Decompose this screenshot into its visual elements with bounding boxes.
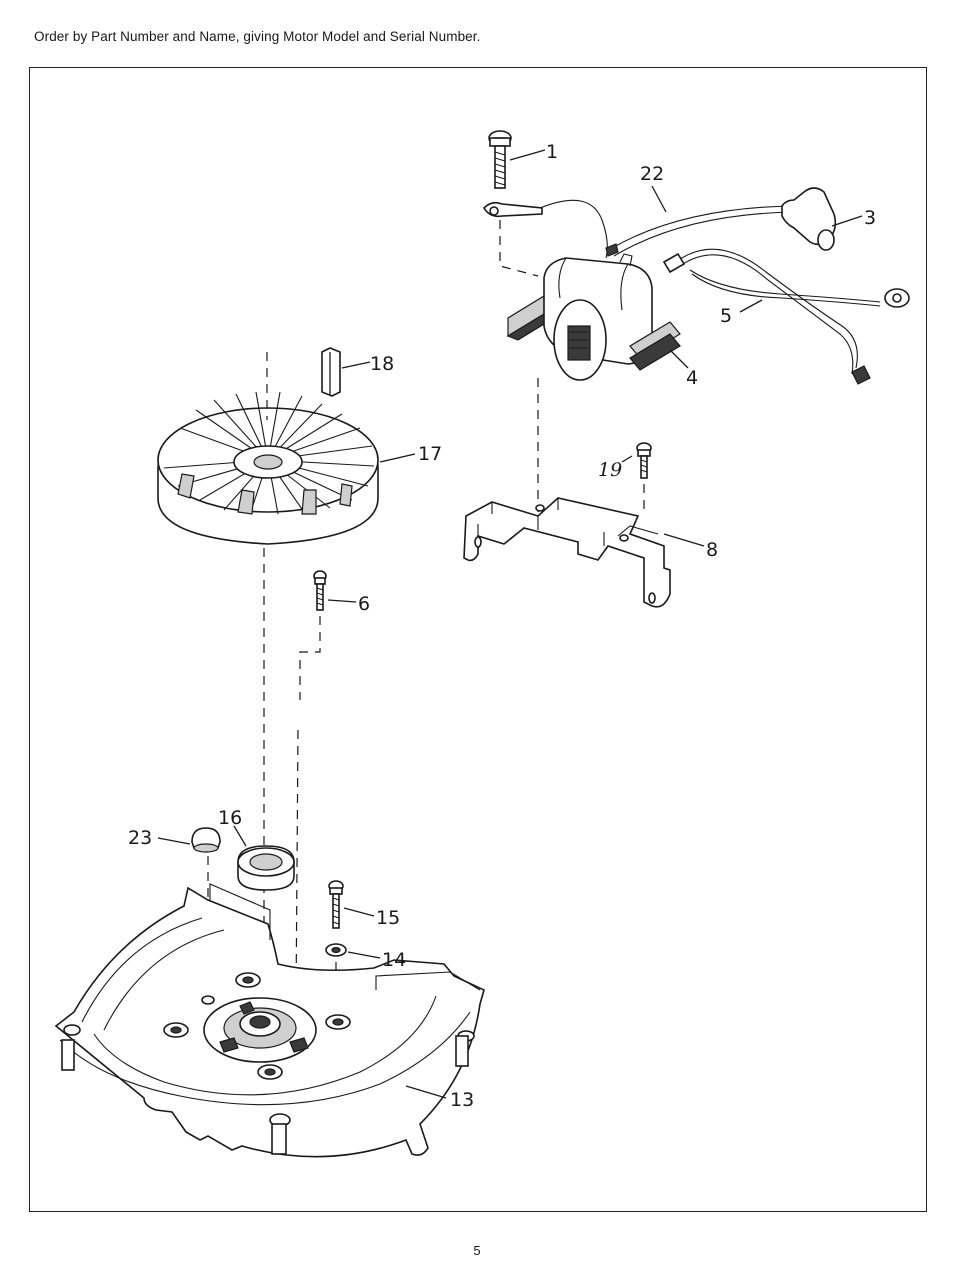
part-17-flywheel [157,391,379,545]
part-5-primary-lead [662,248,910,385]
callout-18: 18 [370,353,394,375]
leader-18 [341,361,371,369]
leader-8 [663,533,705,547]
callout-4: 4 [686,367,698,389]
leader-17 [379,453,416,463]
leader-6 [327,599,357,603]
callout-19: 19 [598,459,622,481]
leader-5 [739,299,763,313]
page-number: 5 [473,1243,481,1258]
part-15-screw [328,880,344,929]
leader-23 [157,837,191,845]
part-16-oil-seal [237,845,295,891]
part-13-stator-plate [54,883,485,1158]
coil-ground-terminal [482,199,608,259]
leader-13 [405,1085,447,1099]
callout-13: 13 [450,1089,474,1111]
callout-3: 3 [864,207,876,229]
leader-1 [509,149,546,161]
callout-22: 22 [640,163,664,185]
guide-1 [499,220,539,277]
part-8-armature-bracket [463,497,671,608]
guide-6 [295,616,321,1005]
part-1-screw [488,130,512,189]
callout-14: 14 [382,949,406,971]
part-19-screw [636,442,652,479]
callout-1: 1 [546,141,558,163]
leader-19 [621,455,633,463]
leader-15 [343,907,375,917]
part-23-plug [191,827,221,853]
leader-3 [831,215,863,227]
page-header-instruction: Order by Part Number and Name, giving Mo… [34,29,481,44]
part-14-lock-washer [325,943,347,957]
part-22-spark-plug-lead [605,205,795,257]
leader-16 [233,825,247,847]
callout-17: 17 [418,443,442,465]
part-4-ignition-coil [506,253,681,381]
leader-14 [347,951,381,959]
callout-16: 16 [218,807,242,829]
leader-22 [651,185,667,213]
callout-15: 15 [376,907,400,929]
part-3-spark-plug-cap [781,187,837,251]
part-6-screw [313,570,327,611]
diagram-frame [29,67,927,1212]
callout-5: 5 [720,305,732,327]
leader-4 [669,349,689,369]
part-18-flywheel-key [321,347,341,397]
callout-6: 6 [358,593,370,615]
callout-23: 23 [128,827,152,849]
callout-8: 8 [706,539,718,561]
